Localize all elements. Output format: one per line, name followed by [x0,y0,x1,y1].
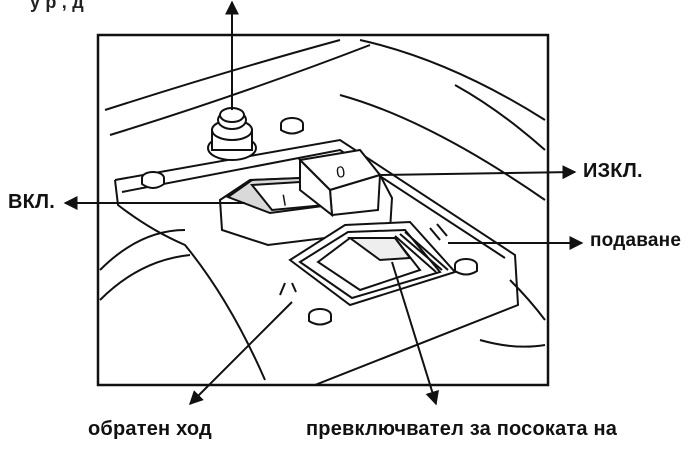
label-on: ВКЛ. [8,191,56,213]
direction-switch [288,220,457,307]
direction-marks [279,223,448,296]
screw-heads [141,117,478,326]
diagram-frame [96,33,550,387]
label-reverse: обратен ход [88,418,212,440]
off-symbol: 0 [335,164,346,182]
label-feed: подаване [590,230,682,251]
callout-arrows [63,0,584,406]
knob [207,107,257,161]
label-direction-switch: превключвател за посоката на [306,418,618,440]
machine-housing [99,39,546,386]
on-symbol: I [281,192,288,210]
top-label-clipped: у р , д [30,0,84,12]
label-off: ИЗКЛ. [583,160,643,182]
arrow-reverse [189,301,293,405]
arrow-direction [391,261,439,406]
arrow-off [377,165,577,180]
